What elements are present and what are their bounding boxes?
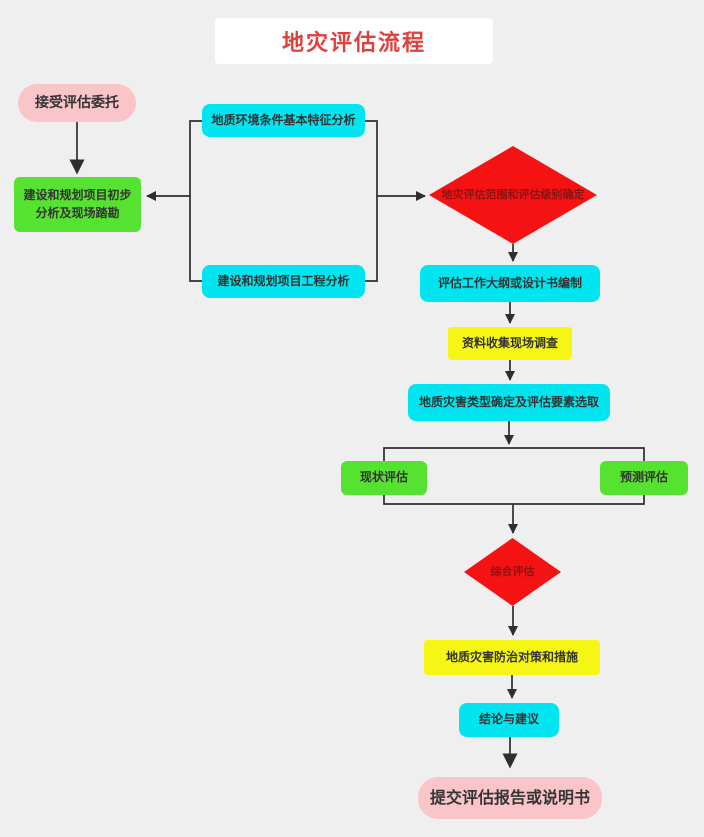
node-data-collection: 资料收集现场调查 (448, 327, 572, 360)
connector-right-bracket (365, 120, 378, 282)
node-work-outline: 评估工作大纲或设计书编制 (420, 265, 600, 302)
connector-join-rail (383, 495, 645, 505)
node-prediction-assessment: 预测评估 (600, 461, 688, 495)
connector-split-rail (383, 447, 645, 461)
connector-left-bracket (189, 120, 202, 282)
node-conclusion: 结论与建议 (459, 703, 559, 737)
page-title: 地灾评估流程 (215, 18, 493, 64)
node-current-assessment: 现状评估 (341, 461, 427, 495)
node-project-engineering-analysis: 建设和规划项目工程分析 (202, 265, 365, 298)
node-preliminary-analysis: 建设和规划项目初步分析及现场踏勘 (14, 177, 141, 232)
node-countermeasures: 地质灾害防治对策和措施 (424, 640, 600, 675)
node-geo-environment-analysis: 地质环境条件基本特征分析 (202, 104, 365, 137)
node-disaster-type-selection: 地质灾害类型确定及评估要素选取 (408, 384, 610, 421)
node-submit-report: 提交评估报告或说明书 (418, 777, 602, 819)
node-start: 接受评估委托 (18, 84, 136, 122)
